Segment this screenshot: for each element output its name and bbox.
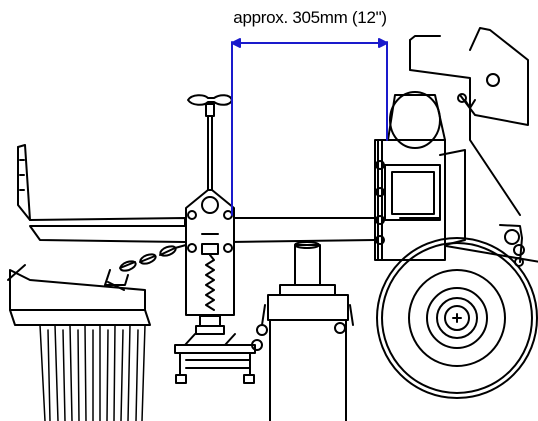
dimension-arrow-right bbox=[378, 38, 388, 48]
jack-stand bbox=[174, 94, 263, 384]
dimension-label: approx. 305mm (12") bbox=[233, 8, 387, 27]
main-frame bbox=[17, 144, 538, 263]
wheel bbox=[376, 237, 538, 399]
dimension-arrow-left bbox=[231, 38, 241, 48]
bottle-jack bbox=[256, 241, 354, 421]
collector-box bbox=[7, 264, 151, 421]
hitch-frame bbox=[409, 27, 529, 267]
dimension-marker bbox=[231, 38, 388, 216]
chain bbox=[104, 244, 187, 291]
mount-plate bbox=[374, 91, 466, 261]
